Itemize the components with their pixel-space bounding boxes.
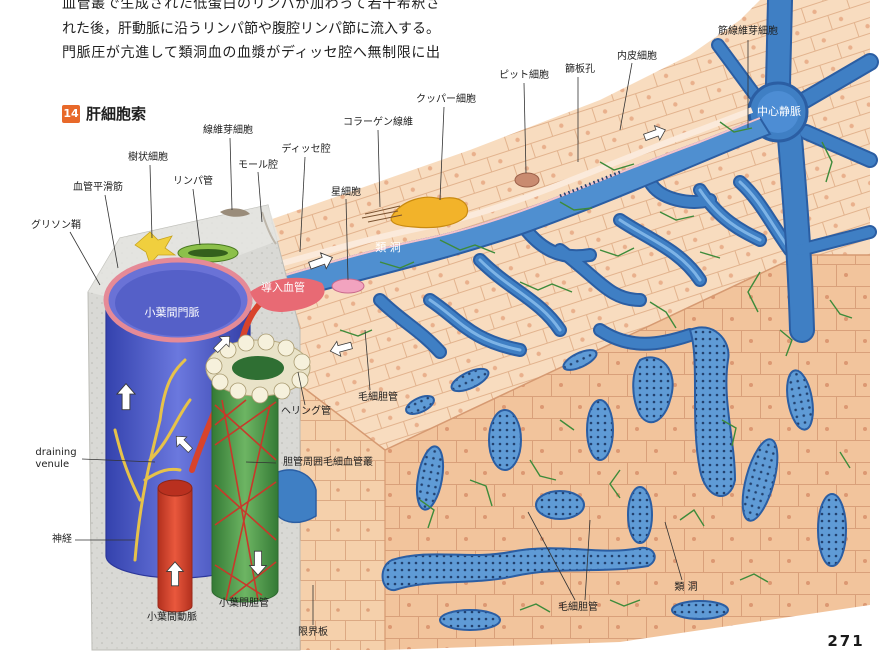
label-endothelial-cell: 内皮細胞 bbox=[617, 51, 657, 62]
hepatocyte-top-surface bbox=[255, 0, 870, 450]
label-interlobular-bile-duct: 小葉間胆管 bbox=[219, 598, 269, 609]
label-sieve-plate-pore: 篩板孔 bbox=[565, 64, 595, 75]
sinusoid-network-front bbox=[381, 326, 847, 631]
hepatocyte-front-face bbox=[385, 255, 870, 650]
label-limiting-plate: 限界板 bbox=[298, 627, 328, 638]
label-dendritic-cell: 樹状細胞 bbox=[128, 152, 168, 163]
space-of-mall bbox=[261, 211, 277, 245]
label-glisson-sheath: グリソン鞘 bbox=[31, 220, 81, 231]
sinusoid-section bbox=[627, 486, 653, 544]
bile-duct-epithelium bbox=[205, 333, 311, 404]
sinusoid-branch bbox=[688, 326, 737, 497]
draining-venule bbox=[277, 469, 317, 524]
sinusoid-section bbox=[415, 445, 445, 511]
body-text-line-1: 血管叢で生成された低蛋白のリンパが加わって若干希釈さ bbox=[62, 0, 440, 12]
sinusoid-section bbox=[817, 493, 847, 567]
artery-body bbox=[157, 487, 193, 613]
interlobular-bile-duct bbox=[205, 333, 311, 603]
label-central-vein: 中心静脈 bbox=[757, 105, 801, 118]
artery-opening bbox=[157, 479, 193, 497]
body-text-line-2: れた後，肝動脈に沿うリンパ節や腹腔リンパ節に流入する。 bbox=[62, 21, 440, 37]
label-draining-venule-line-2: venule bbox=[35, 459, 70, 470]
label-canal-of-hering: ヘリング管 bbox=[281, 406, 331, 417]
collagen-fibers bbox=[361, 205, 403, 223]
sinusoid-section bbox=[786, 369, 814, 431]
label-peribiliary-capillary-plexus: 胆管周囲毛細血管叢 bbox=[283, 457, 373, 468]
leader-lines bbox=[69, 40, 749, 625]
nerve-fibers bbox=[113, 358, 192, 562]
interlobular-artery bbox=[157, 479, 193, 613]
sinusoid-section bbox=[671, 600, 729, 620]
label-pit-cell: ピット細胞 bbox=[499, 70, 549, 81]
bile-duct-lumen bbox=[232, 356, 284, 380]
figure-number-badge: 14 bbox=[62, 105, 80, 123]
sinusoid-opening bbox=[405, 395, 435, 415]
central-vein-highlight bbox=[757, 91, 799, 133]
label-draining-venule-line-1: draining bbox=[35, 447, 77, 458]
lymphatic-vessel-lumen bbox=[188, 249, 228, 257]
page-number: 271 bbox=[827, 632, 865, 650]
label-stellate-cell: 星細胞 bbox=[331, 187, 361, 198]
label-interlobular-portal-vein: 小葉間門脈 bbox=[144, 306, 200, 319]
label-space-of-disse: ディッセ腔 bbox=[281, 144, 331, 155]
inlet-vessel-blob bbox=[250, 277, 325, 312]
sinusoid-branch bbox=[632, 356, 674, 424]
sinusoid-network-top bbox=[373, 175, 797, 415]
label-nerve: 神経 bbox=[52, 534, 72, 545]
central-vein bbox=[711, 0, 879, 343]
sinusoid-section bbox=[741, 438, 779, 522]
label-myofibroblast: 筋線維芽細胞 bbox=[718, 26, 778, 37]
label-inlet-vessel: 導入血管 bbox=[261, 281, 305, 294]
label-kupffer-cell: クッパー細胞 bbox=[416, 94, 476, 105]
label-draining-venule: draining venule bbox=[35, 447, 76, 471]
sinusoid-section bbox=[488, 409, 522, 471]
sinusoid-section bbox=[535, 490, 585, 520]
sinusoid-lower-vessel bbox=[381, 546, 656, 592]
stellate-cell bbox=[331, 278, 365, 294]
hepatocyte-side-face bbox=[280, 330, 385, 650]
label-space-of-mall: モール腔 bbox=[238, 160, 278, 171]
sieve-plate bbox=[559, 170, 621, 198]
sinusoid-opening bbox=[562, 349, 598, 371]
dendritic-cell bbox=[134, 231, 177, 265]
sinusoid-opening bbox=[450, 367, 490, 393]
figure-title: 肝細胞索 bbox=[86, 105, 147, 123]
kupffer-cell bbox=[390, 196, 469, 229]
label-fibroblast: 線維芽細胞 bbox=[203, 125, 253, 136]
label-bile-canaliculus-upper: 毛細胆管 bbox=[358, 392, 398, 403]
label-vascular-smooth-muscle: 血管平滑筋 bbox=[73, 182, 123, 193]
label-sinusoid-lower: 類 洞 bbox=[674, 582, 698, 593]
label-interlobular-artery: 小葉間動脈 bbox=[147, 612, 197, 623]
label-lymphatic-vessel: リンパ管 bbox=[173, 176, 213, 187]
sinusoid-section bbox=[586, 399, 614, 461]
portal-vein-lumen bbox=[115, 270, 241, 336]
pit-cell bbox=[514, 172, 540, 188]
body-text-line-3: 門脈圧が亢進して類洞血の血漿がディッセ腔へ無制限に出 bbox=[62, 45, 440, 61]
sinusoid-section bbox=[439, 609, 501, 631]
fibroblast-cell bbox=[220, 208, 250, 217]
label-sinusoid-upper: 類 洞 bbox=[375, 241, 401, 254]
label-collagen-fiber: コラーゲン線維 bbox=[343, 117, 413, 128]
label-bile-canaliculus-lower: 毛細胆管 bbox=[558, 602, 598, 613]
hepatocyte-block bbox=[255, 0, 870, 650]
bile-canaliculi bbox=[339, 121, 853, 613]
